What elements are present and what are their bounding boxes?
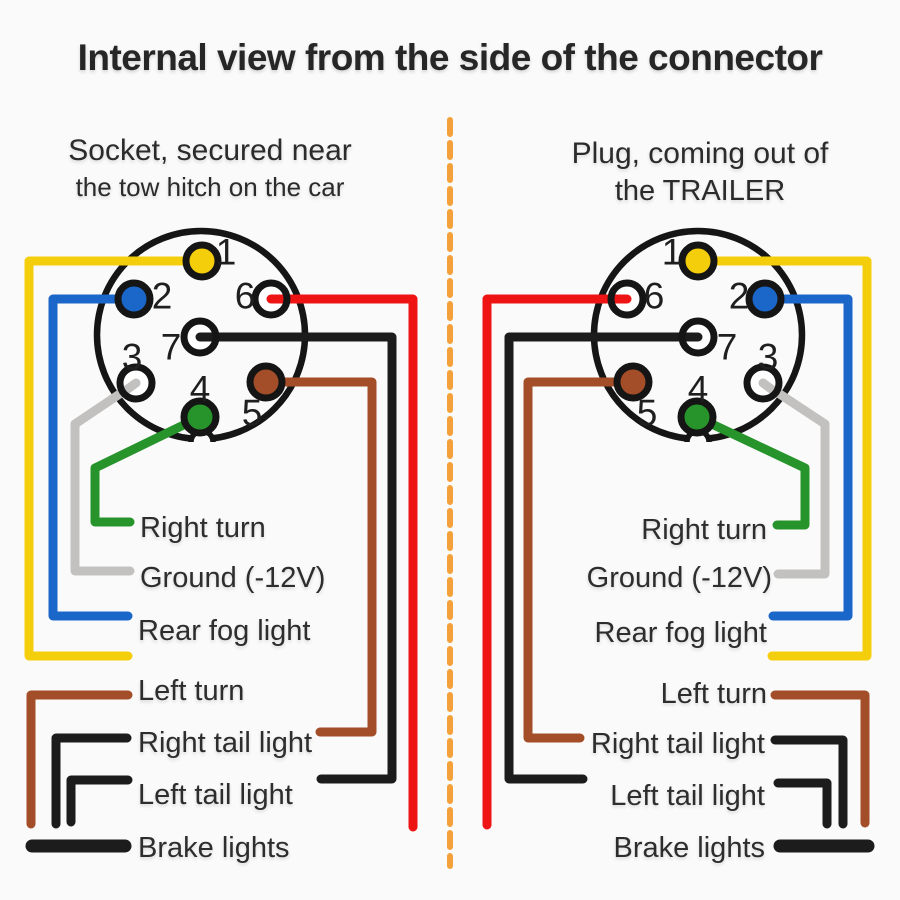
pin-number-socket: 6 xyxy=(235,276,256,317)
pin-5-ring-socket xyxy=(246,362,286,402)
wire-yellow-pin1-socket xyxy=(24,256,207,661)
wire-red-pin6-plug xyxy=(482,294,632,830)
plug-heading-line2: the TRAILER xyxy=(614,175,786,207)
pin-4-fill-socket xyxy=(184,401,216,433)
wire-brown-pin5-socket xyxy=(261,377,377,737)
wire-brown-pin5-plug xyxy=(523,377,638,743)
pin-number-plug: 1 xyxy=(662,232,683,273)
wire-black-label-left-tail-plug xyxy=(773,778,832,829)
pin-number-socket: 3 xyxy=(122,337,143,378)
pin-number-socket: 1 xyxy=(216,232,237,273)
label-right-turn-plug: Right turn xyxy=(641,514,767,546)
pin-3-wire-stub-plug xyxy=(758,378,779,396)
plug-heading: Plug, coming out of the TRAILER xyxy=(520,135,880,210)
wire-black-label-right-tail-socket xyxy=(51,733,132,829)
wire-gray-pin3-socket xyxy=(70,378,141,576)
pin-number-plug: 2 xyxy=(729,276,750,317)
pin-4-ring-socket xyxy=(180,397,220,437)
wire-black-label-left-tail-socket xyxy=(66,775,133,827)
wire-black-pin7-plug xyxy=(504,332,703,784)
wire-yellow-pin1-plug xyxy=(693,256,872,661)
wire-blue-pin2-plug xyxy=(760,294,853,621)
wire-black-label-right-tail-plug xyxy=(770,735,848,829)
pin-number-plug: 5 xyxy=(637,393,658,434)
label-rear-fog-light-socket: Rear fog light xyxy=(138,615,311,647)
label-left-turn-socket: Left turn xyxy=(138,675,245,707)
label-brake-lights-socket: Brake lights xyxy=(138,832,290,864)
socket-heading: Socket, secured near the tow hitch on th… xyxy=(20,132,400,205)
pin-1-ring-plug xyxy=(678,241,718,281)
label-right-turn-socket: Right turn xyxy=(140,512,266,544)
label-brake-lights-plug: Brake lights xyxy=(613,832,765,864)
label-rear-fog-light-plug: Rear fog light xyxy=(594,617,768,649)
pin-6-ring-plug xyxy=(607,279,647,319)
pin-2-ring-plug xyxy=(745,279,785,319)
socket-heading-line2: the tow hitch on the car xyxy=(75,172,345,202)
wire-brown-label-left-turn-plug xyxy=(770,690,870,828)
pin-number-socket: 5 xyxy=(242,393,263,434)
pin-7-ring-plug xyxy=(678,317,718,357)
pin-number-plug: 6 xyxy=(644,276,665,317)
pin-number-plug: 3 xyxy=(758,337,779,378)
wire-gray-pin3-plug xyxy=(758,378,830,579)
label-left-turn-plug: Left turn xyxy=(660,678,767,710)
label-right-tail-light-plug: Right tail light xyxy=(590,728,765,760)
label-left-tail-light-socket: Left tail light xyxy=(138,779,293,811)
wire-green-pin4-plug xyxy=(692,412,810,530)
socket-heading-line1: Socket, secured near xyxy=(68,134,352,167)
pin-1-fill-plug xyxy=(682,245,714,277)
wire-red-pin6-socket xyxy=(266,294,418,832)
pin-1-ring-socket xyxy=(182,241,222,281)
label-right-tail-light-socket: Right tail light xyxy=(138,727,313,759)
pin-3-ring-socket xyxy=(116,363,156,403)
wire-black-pin7-socket xyxy=(195,332,397,784)
plug-heading-line1: Plug, coming out of xyxy=(571,137,829,170)
pin-5-fill-socket xyxy=(250,366,282,398)
pin-5-ring-plug xyxy=(613,362,653,402)
page-title: Internal view from the side of the conne… xyxy=(77,37,823,78)
pin-1-fill-socket xyxy=(186,245,218,277)
label-ground-12v--socket: Ground (-12V) xyxy=(140,562,326,594)
label-ground-12v--plug: Ground (-12V) xyxy=(586,562,772,594)
pin-4-ring-plug xyxy=(677,397,717,437)
wire-green-pin4-socket xyxy=(90,412,205,527)
pin-3-ring-plug xyxy=(743,363,783,403)
pin-4-fill-plug xyxy=(681,401,713,433)
wire-blue-pin2-socket xyxy=(48,294,139,621)
pin-number-socket: 7 xyxy=(161,327,182,368)
pin-number-plug: 7 xyxy=(717,327,738,368)
pin-7-ring-socket xyxy=(180,317,220,357)
pin-3-wire-stub-socket xyxy=(120,378,141,396)
pin-number-socket: 2 xyxy=(152,276,173,317)
pin-number-plug: 4 xyxy=(688,369,709,410)
wire-brown-label-left-turn-socket xyxy=(26,690,133,829)
pin-5-fill-plug xyxy=(617,366,649,398)
pin-2-fill-plug xyxy=(749,283,781,315)
label-left-tail-light-plug: Left tail light xyxy=(610,780,765,812)
pin-2-fill-socket xyxy=(118,283,150,315)
pin-6-ring-socket xyxy=(251,279,291,319)
pin-2-ring-socket xyxy=(114,279,154,319)
pin-number-socket: 4 xyxy=(190,369,211,410)
